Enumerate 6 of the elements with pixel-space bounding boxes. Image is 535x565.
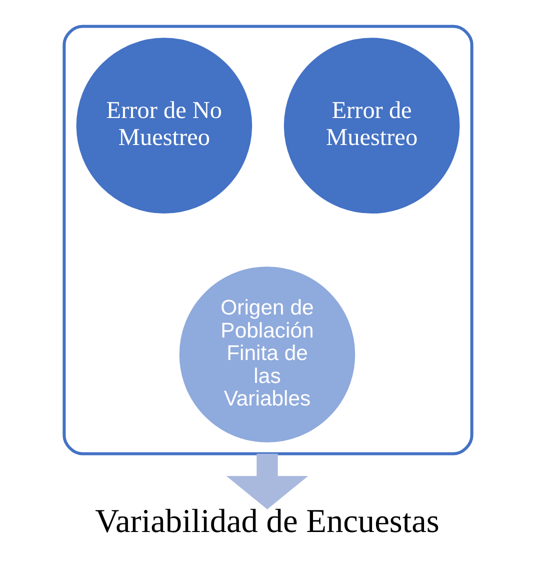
cluster — [62, 24, 473, 456]
arrow — [226, 454, 308, 510]
node-circle: Error de No Muestreo — [76, 38, 252, 214]
node-circle: Origen de Población Finita de las Variables — [178, 266, 355, 442]
node-circle: Error de Muestreo — [283, 38, 460, 214]
node-text: Variabilidad de Encuestas — [94, 502, 439, 540]
